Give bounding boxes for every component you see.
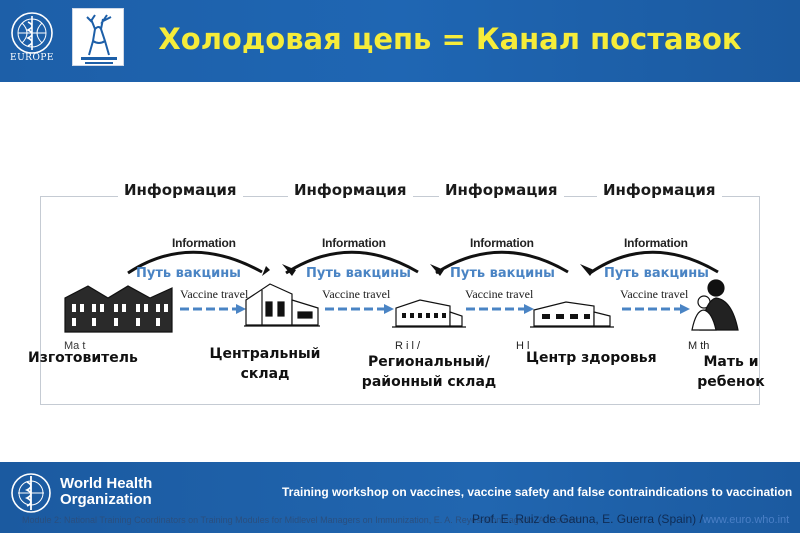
regional-store-icon	[392, 299, 466, 328]
node-label-central-store: Центральный склад	[206, 344, 324, 384]
who-org-line1: World Health	[60, 475, 153, 492]
footer-banner: World Health Organization Training works…	[0, 462, 800, 533]
node-label-health-center: Центр здоровья	[526, 350, 657, 366]
page-title: Холодовая цепь = Канал поставок	[158, 22, 742, 56]
node-label-central-line2: склад	[240, 366, 290, 382]
footer-credit-right: Prof. E. Ruiz de Gauna, E. Guerra (Spain…	[472, 512, 703, 526]
deer-logo-icon	[72, 8, 124, 66]
node-label-manufacturer: Изготовитель	[28, 350, 138, 366]
arc-label-3: Information	[470, 236, 534, 250]
info-top-label-2: Информация	[288, 181, 413, 199]
who-org-line2: Organization	[60, 491, 152, 508]
svg-text:Ma t: Ma t	[64, 340, 85, 352]
health-center-icon	[530, 301, 614, 328]
node-label-mother-child: Мать и ребенок	[696, 352, 766, 392]
path-label-2: Путь вакцины	[306, 266, 411, 281]
arc-label-1: Information	[172, 236, 236, 250]
node-label-regional-line2: районный склад	[361, 374, 497, 390]
who-org-name: World Health Organization	[60, 476, 152, 508]
training-title: Training workshop on vaccines, vaccine s…	[282, 485, 793, 499]
path-label-3: Путь вакцины	[450, 266, 555, 281]
path-label-1: Путь вакцины	[136, 266, 241, 281]
node-label-regional-store: Региональный/ районный склад	[358, 352, 500, 392]
footer-credit-left: Module 2: National Training Coordinators…	[22, 515, 582, 525]
travel-label-3: Vaccine travel	[465, 287, 534, 301]
info-top-label-4: Информация	[597, 181, 722, 199]
arc-label-2: Information	[322, 236, 386, 250]
info-top-label-1: Информация	[118, 181, 243, 199]
who-emblem-icon	[6, 8, 58, 70]
node-label-mother-line2: ребенок	[697, 374, 765, 390]
central-warehouse-icon	[244, 283, 320, 327]
node-label-regional-line1: Региональный/	[368, 354, 490, 370]
info-top-label-3: Информация	[439, 181, 564, 199]
travel-label-1: Vaccine travel	[180, 287, 249, 301]
footer-url-link[interactable]: www.euro.who.int	[703, 514, 790, 526]
europe-label: EUROPE	[10, 53, 54, 63]
svg-text:H l: H l	[516, 340, 529, 352]
path-label-4: Путь вакцины	[604, 266, 709, 281]
header-banner: EUROPE Холодовая цепь = Канал поставок	[0, 0, 800, 82]
arc-label-4: Information	[624, 236, 688, 250]
node-label-central-line1: Центральный	[209, 346, 321, 362]
who-logo-icon	[8, 470, 54, 516]
svg-text:R i l /: R i l /	[395, 340, 421, 352]
svg-text:M th: M th	[688, 340, 709, 352]
travel-label-2: Vaccine travel	[322, 287, 391, 301]
footer-credit-names: Prof. E. Ruiz de Gauna, E. Guerra	[472, 512, 655, 526]
node-label-mother-line1: Мать и	[703, 354, 759, 370]
mother-child-icon	[691, 279, 739, 331]
travel-label-4: Vaccine travel	[620, 287, 689, 301]
factory-icon	[64, 285, 173, 333]
footer-credit-suffix: (Spain) /	[657, 512, 703, 526]
